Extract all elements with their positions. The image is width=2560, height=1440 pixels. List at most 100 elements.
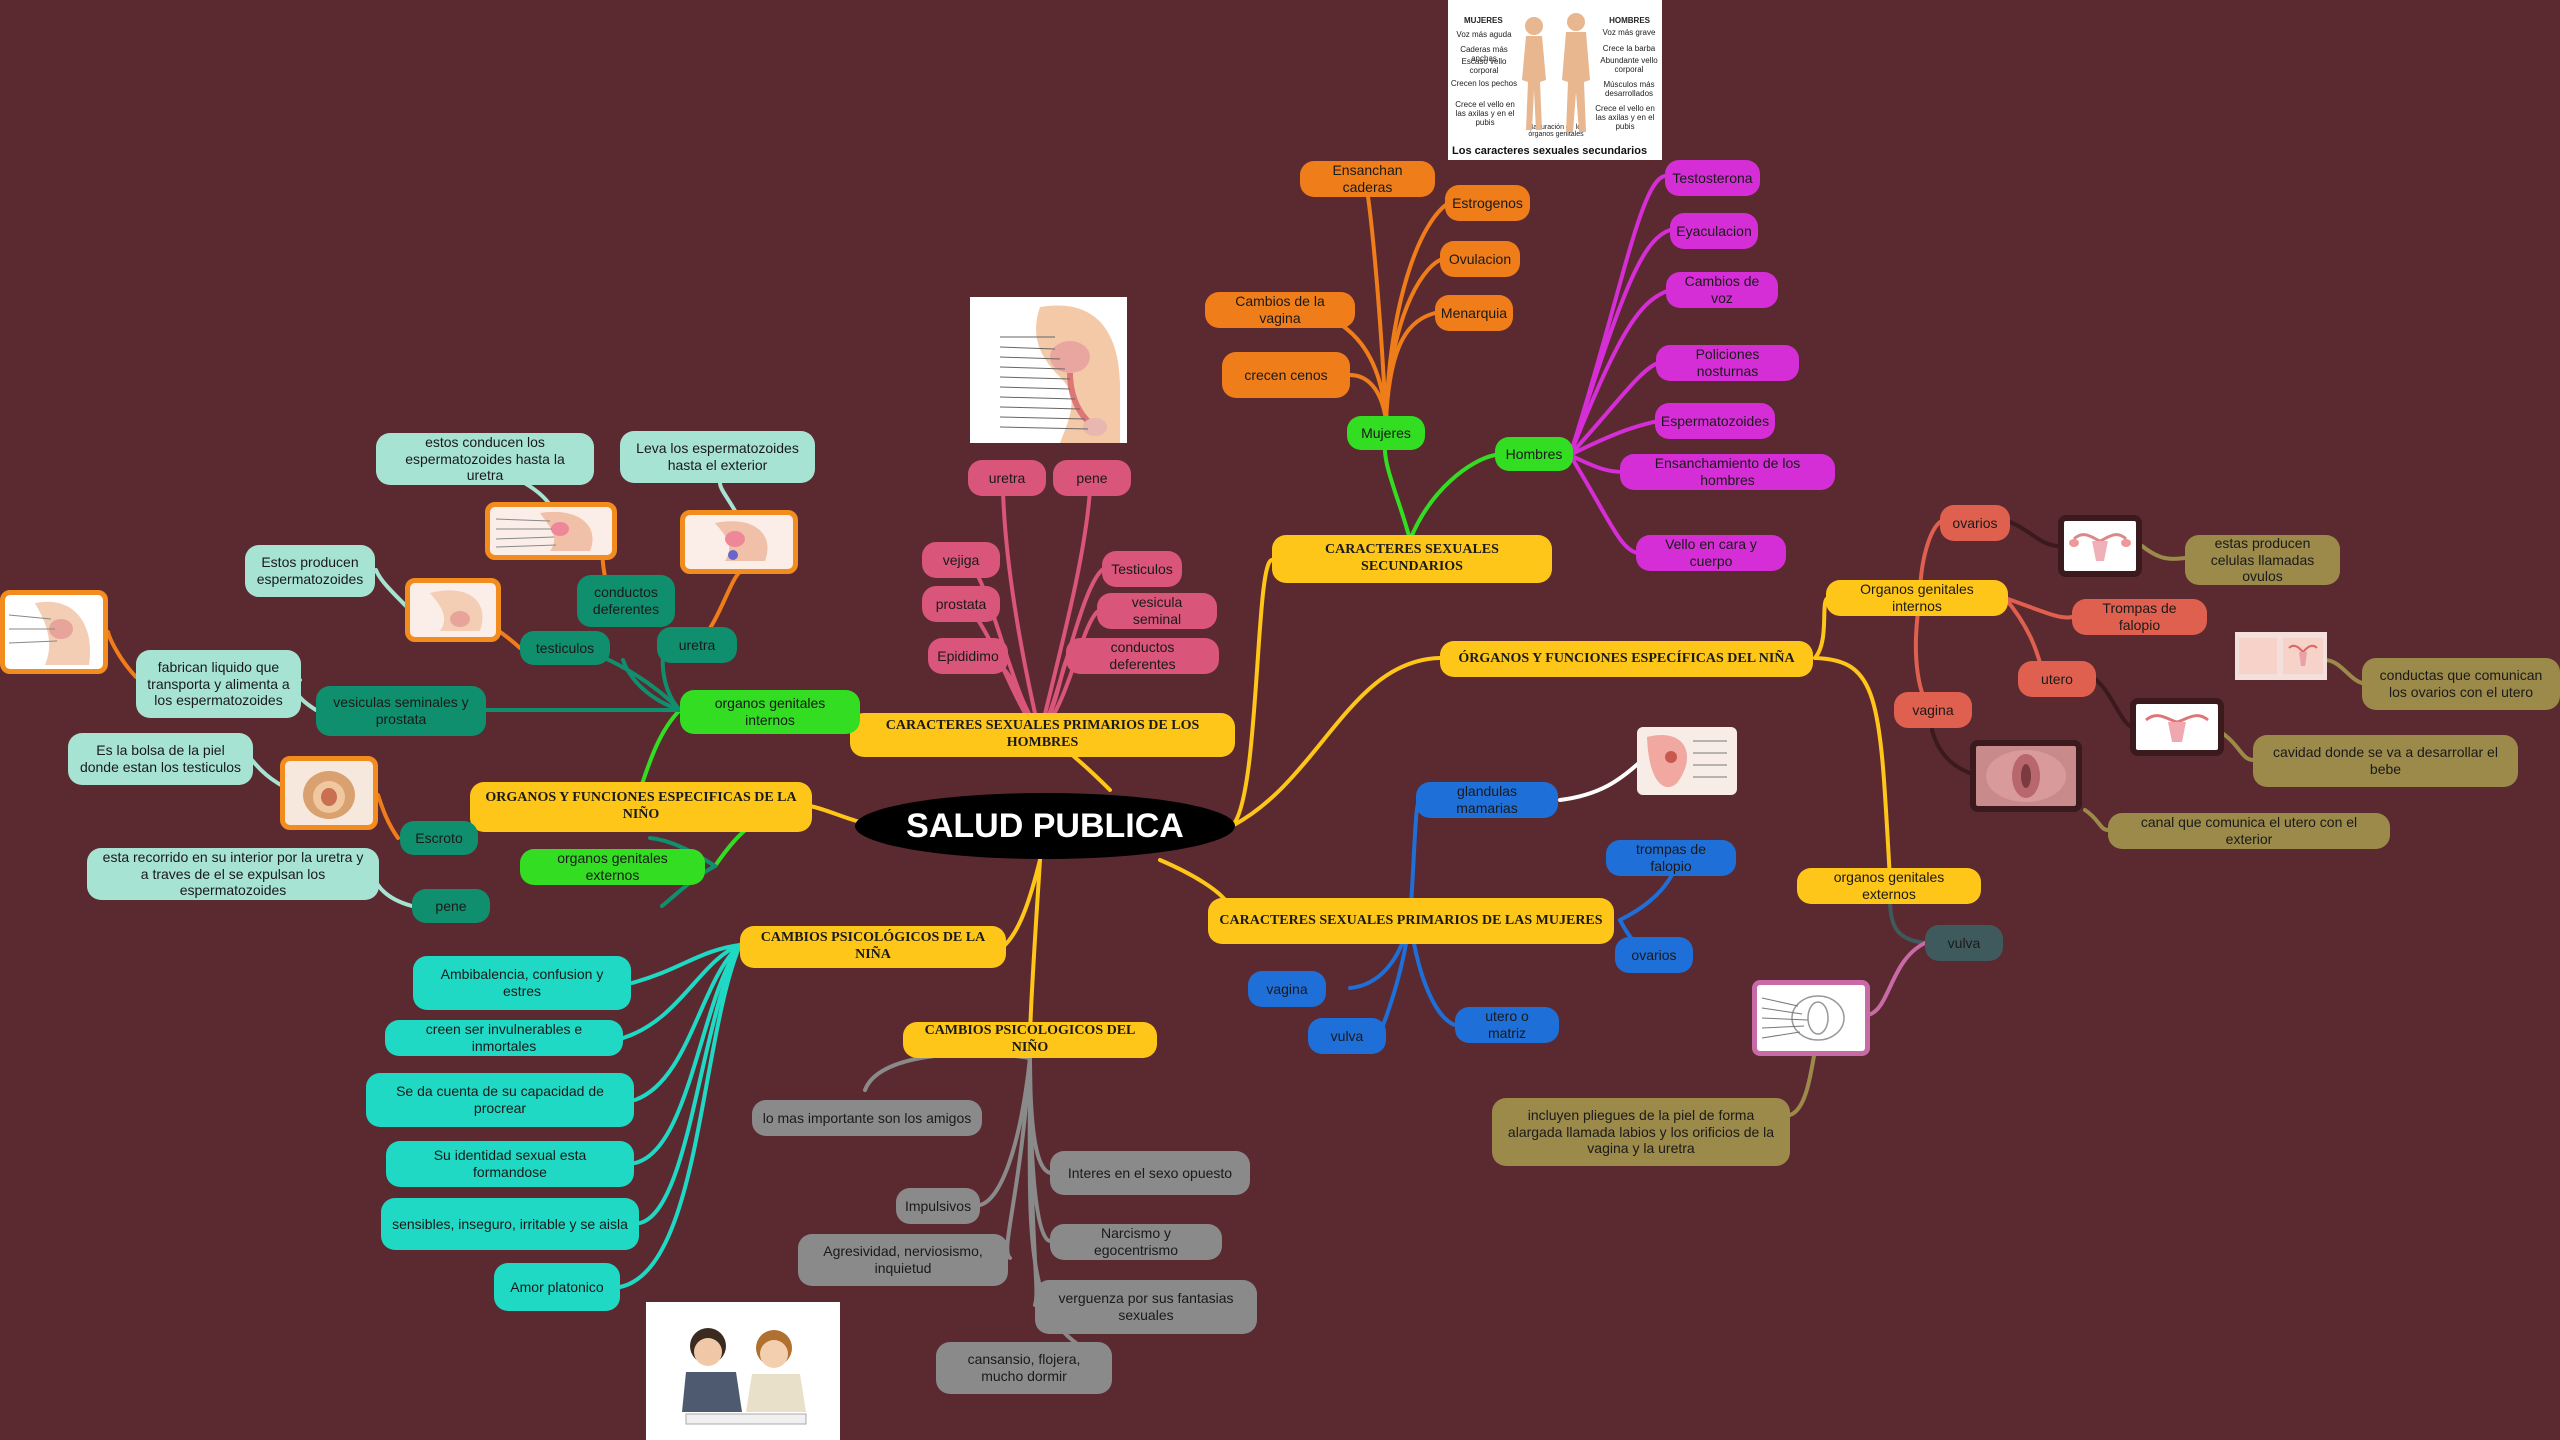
node-vejiga[interactable]: vejiga	[922, 542, 1000, 578]
uretra-image	[680, 510, 798, 574]
node-sensibles[interactable]: sensibles, inseguro, irritable y se aisl…	[381, 1198, 639, 1250]
node-trompas-falopio[interactable]: trompas de falopio	[1606, 840, 1736, 876]
node-epididimo[interactable]: Epididimo	[928, 638, 1008, 674]
node-utero-nina[interactable]: utero	[2018, 661, 2096, 697]
ovarios-image	[2058, 515, 2142, 577]
branch-primarios-hombres[interactable]: CARACTERES SEXUALES PRIMARIOS DE LOS HOM…	[850, 713, 1235, 757]
node-vello[interactable]: Vello en cara y cuerpo	[1636, 535, 1786, 571]
desc-ovarios[interactable]: estas producen celulas llamadas ovulos	[2185, 535, 2340, 585]
node-ensanchan-caderas[interactable]: Ensanchan caderas	[1300, 161, 1435, 197]
node-pene-nino[interactable]: pene	[412, 889, 490, 923]
branch-psico-nina[interactable]: CAMBIOS PSICOLÓGICOS DE LA NIÑA	[740, 926, 1006, 968]
node-interes[interactable]: Interes en el sexo opuesto	[1050, 1151, 1250, 1195]
desc-vagina[interactable]: canal que comunica el utero con el exter…	[2108, 813, 2390, 849]
traits-left-1: Voz más aguda	[1456, 30, 1512, 39]
node-uretra[interactable]: uretra	[968, 460, 1046, 496]
node-escroto-nino[interactable]: Escroto	[400, 821, 478, 855]
node-organos-internos-nino[interactable]: organos genitales internos	[680, 690, 860, 734]
node-testiculos[interactable]: Testiculos	[1102, 551, 1182, 587]
node-amigos[interactable]: lo mas importante son los amigos	[752, 1100, 982, 1136]
node-hombres[interactable]: Hombres	[1495, 437, 1573, 471]
node-espermatozoides[interactable]: Espermatozoides	[1655, 403, 1775, 439]
breast-image	[1637, 727, 1737, 795]
node-organos-internos-nina[interactable]: Organos genitales internos	[1826, 580, 2008, 616]
desc-escroto-nino[interactable]: Es la bolsa de la piel donde estan los t…	[68, 733, 253, 785]
node-pene[interactable]: pene	[1053, 460, 1131, 496]
branch-caracteres-secundarios[interactable]: CARACTERES SEXUALES SECUNDARIOS	[1272, 535, 1552, 583]
root-node[interactable]: SALUD PUBLICA	[855, 793, 1235, 859]
traits-caption: Los caracteres sexuales secundarios	[1452, 145, 1648, 157]
node-conductos-deferentes[interactable]: conductos deferentes	[1066, 638, 1219, 674]
desc-uretra-nino[interactable]: Leva los espermatozoides hasta el exteri…	[620, 431, 815, 483]
node-vagina-nina[interactable]: vagina	[1894, 692, 1972, 728]
traits-right-2: Crece la barba	[1602, 44, 1656, 53]
node-cambios-voz[interactable]: Cambios de voz	[1666, 272, 1778, 308]
utero-image	[2130, 698, 2224, 756]
node-organos-externos-nina[interactable]: organos genitales externos	[1797, 868, 1981, 904]
node-crecen-cenos[interactable]: crecen cenos	[1222, 352, 1350, 398]
traits-left-2: Caderas más anchas	[1460, 45, 1508, 63]
node-ambivalencia[interactable]: Ambibalencia, confusion y estres	[413, 956, 631, 1010]
node-eyaculacion[interactable]: Eyaculacion	[1670, 213, 1758, 249]
node-procrear[interactable]: Se da cuenta de su capacidad de procrear	[366, 1073, 634, 1127]
node-estrogenos[interactable]: Estrogenos	[1445, 185, 1530, 221]
node-conductos-nino[interactable]: conductos deferentes	[577, 575, 675, 627]
node-mujeres[interactable]: Mujeres	[1347, 416, 1425, 450]
node-vesicula-seminal[interactable]: vesicula seminal	[1097, 593, 1217, 629]
node-ovulacion[interactable]: Ovulacion	[1440, 241, 1520, 277]
desc-vulva[interactable]: incluyen pliegues de la piel de forma al…	[1492, 1098, 1790, 1166]
branch-organos-nino[interactable]: ORGANOS Y FUNCIONES ESPECIFICAS DE LA NI…	[470, 782, 812, 832]
traits-right-1: Voz más grave	[1602, 28, 1656, 37]
traits-right-4: Músculos más desarrollados	[1603, 80, 1655, 98]
desc-testiculos-nino[interactable]: Estos producen espermatozoides	[245, 545, 375, 597]
node-narcisismo[interactable]: Narcismo y egocentrismo	[1050, 1224, 1222, 1260]
node-vulva-nina[interactable]: vulva	[1925, 925, 2003, 961]
node-uretra-nino[interactable]: uretra	[657, 627, 737, 663]
traits-center-note: Maduración de los órganos genitales	[1527, 124, 1585, 138]
node-utero-matriz[interactable]: utero o matriz	[1455, 1007, 1559, 1043]
node-vulva[interactable]: vulva	[1308, 1018, 1386, 1054]
node-glandulas-mamarias[interactable]: glandulas mamarias	[1416, 782, 1558, 818]
node-vagina[interactable]: vagina	[1248, 971, 1326, 1007]
vulva-image	[1970, 740, 2082, 812]
node-testosterona[interactable]: Testosterona	[1665, 160, 1760, 196]
node-ovarios[interactable]: ovarios	[1615, 937, 1693, 973]
node-ensanchamiento-hombres[interactable]: Ensanchamiento de los hombres	[1620, 454, 1835, 490]
node-impulsivos[interactable]: Impulsivos	[896, 1188, 980, 1224]
kids-reading-image	[646, 1302, 840, 1440]
node-testiculos-nino[interactable]: testiculos	[520, 631, 610, 665]
node-cansancio[interactable]: cansansio, flojera, mucho dormir	[936, 1342, 1112, 1394]
escroto-image	[280, 756, 378, 830]
desc-conductos-nino[interactable]: estos conducen los espermatozoides hasta…	[376, 433, 594, 485]
traits-right-5: Crece el vello en las axilas y en el pub…	[1595, 104, 1655, 131]
node-vesiculas-nino[interactable]: vesiculas seminales y prostata	[316, 686, 486, 736]
node-ovarios-nina[interactable]: ovarios	[1940, 505, 2010, 541]
node-verguenza[interactable]: verguenza por sus fantasias sexuales	[1035, 1280, 1257, 1334]
desc-trompas[interactable]: conductas que comunican los ovarios con …	[2362, 658, 2560, 710]
node-organos-externos-nino[interactable]: organos genitales externos	[520, 849, 705, 885]
desc-pene-nino[interactable]: esta recorrido en su interior por la ure…	[87, 848, 379, 900]
traits-left-title: MUJERES	[1464, 16, 1503, 25]
node-prostata[interactable]: prostata	[922, 586, 1000, 622]
node-invulnerables[interactable]: creen ser invulnerables e inmortales	[385, 1020, 623, 1056]
traits-left-4: Crecen los pechos	[1450, 79, 1518, 88]
node-amor-platonico[interactable]: Amor platonico	[494, 1263, 620, 1311]
node-identidad-sexual[interactable]: Su identidad sexual esta formandose	[386, 1141, 634, 1187]
branch-organos-nina[interactable]: ÓRGANOS Y FUNCIONES ESPECÍFICAS DEL NIÑA	[1440, 641, 1813, 677]
desc-utero[interactable]: cavidad donde se va a desarrollar el beb…	[2253, 735, 2518, 787]
node-agresividad[interactable]: Agresividad, nerviosismo, inquietud	[798, 1234, 1008, 1286]
traits-left-5: Crece el vello en las axilas y en el pub…	[1455, 100, 1515, 127]
node-cambios-vagina[interactable]: Cambios de la vagina	[1205, 292, 1355, 328]
node-trompas-nina[interactable]: Trompas de falopio	[2072, 599, 2207, 635]
branch-primarios-mujeres[interactable]: CARACTERES SEXUALES PRIMARIOS DE LAS MUJ…	[1208, 898, 1614, 944]
male-anatomy-image	[970, 297, 1127, 443]
trompas-image	[2235, 632, 2327, 680]
node-poluciones[interactable]: Policiones nosturnas	[1656, 345, 1799, 381]
traits-right-title: HOMBRES	[1609, 16, 1650, 25]
conductos-image	[485, 502, 617, 560]
branch-psico-nino[interactable]: CAMBIOS PSICOLOGICOS DEL NIÑO	[903, 1022, 1157, 1058]
vulva-diagram-image	[1752, 980, 1870, 1056]
desc-vesiculas-nino[interactable]: fabrican liquido que transporta y alimen…	[136, 650, 301, 718]
node-menarquia[interactable]: Menarquia	[1435, 295, 1513, 331]
